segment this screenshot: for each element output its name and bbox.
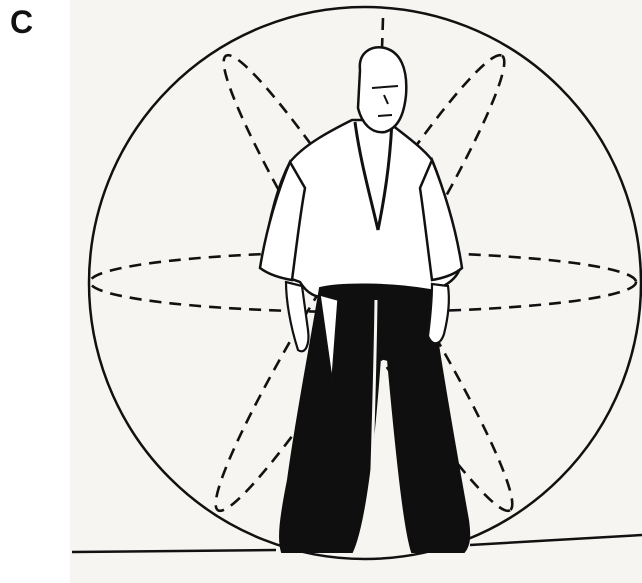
head: [358, 47, 406, 132]
panel-label: C: [10, 6, 33, 38]
